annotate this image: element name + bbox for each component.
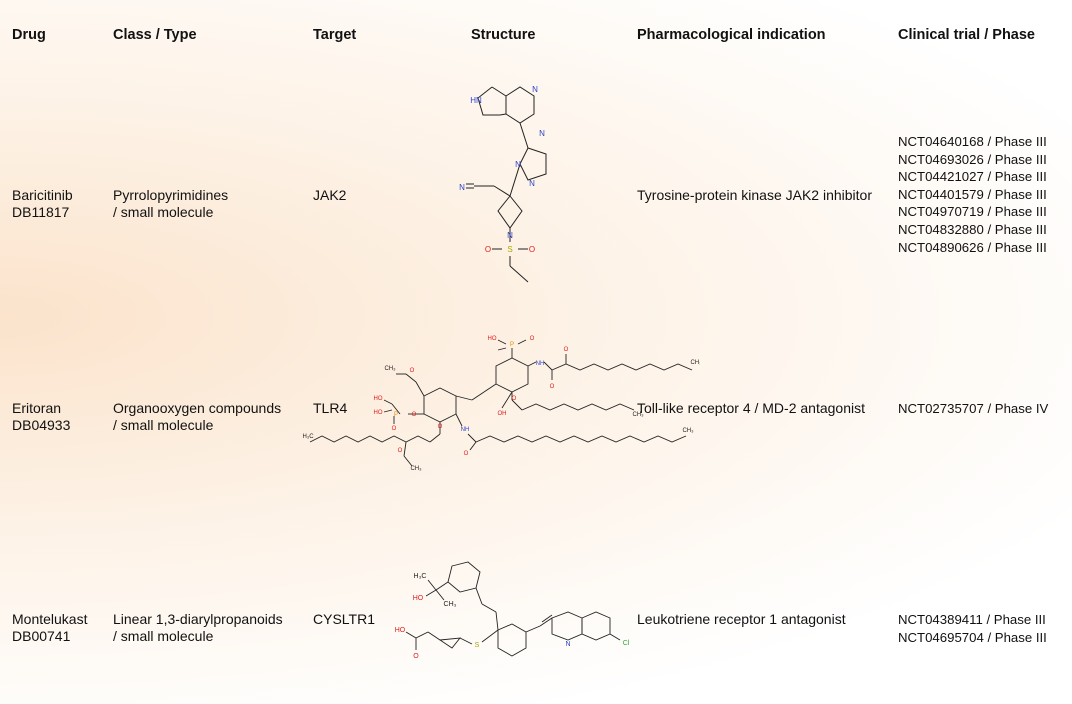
structure-eritoran: O O P HO HO O NH O O O P HO O NH O O OH … — [302, 336, 700, 472]
atom-label: HN — [470, 96, 482, 105]
header-trials: Clinical trial / Phase — [898, 27, 1035, 43]
atom-label: Cl — [623, 640, 630, 647]
atom-label: O — [398, 448, 403, 454]
atom-label: NH — [536, 361, 545, 367]
drug-cell-baricitinib: Baricitinib DB11817 — [12, 187, 73, 221]
trial-entry: NCT04401579 / Phase III — [898, 186, 1047, 202]
atom-label: HO — [413, 595, 424, 602]
atom-label: OH — [498, 411, 507, 417]
trial-entry: NCT04421027 / Phase III — [898, 169, 1047, 185]
trial-entry: NCT02735707 / Phase IV — [898, 401, 1049, 416]
atom-label: O — [438, 424, 443, 430]
atom-label: O — [392, 426, 397, 432]
atom-label: N — [529, 179, 535, 188]
header-structure: Structure — [471, 27, 536, 43]
atom-label: N — [532, 85, 538, 94]
atom-label: O — [410, 368, 415, 374]
drug-name: Eritoran — [12, 400, 62, 416]
atom-label: CH₃ — [444, 601, 457, 608]
class-line: Pyrrolopyrimidines — [113, 187, 229, 203]
trials-cell-montelukast: NCT04389411 / Phase III NCT04695704 / Ph… — [898, 611, 1047, 646]
atom-label: HO — [395, 627, 406, 634]
class-line: / small molecule — [113, 204, 214, 220]
class-cell-baricitinib: Pyrrolopyrimidines / small molecule — [113, 187, 228, 221]
indication-cell-baricitinib: Tyrosine-protein kinase JAK2 inhibitor — [637, 187, 873, 203]
trial-entry: NCT04389411 / Phase III — [898, 612, 1046, 627]
trials-cell-baricitinib: NCT04640168 / Phase III NCT04693026 / Ph… — [898, 133, 1047, 256]
header-drug: Drug — [12, 27, 46, 43]
atom-label: P — [510, 342, 514, 348]
atom-label: O — [564, 347, 569, 353]
drug-id: DB04933 — [12, 417, 71, 433]
atom-label: O — [529, 245, 535, 254]
atom-label: N — [507, 231, 513, 240]
drug-id: DB00741 — [12, 628, 71, 644]
atom-label: HO — [488, 336, 497, 342]
atom-label: N — [515, 160, 521, 169]
target-cell-montelukast: CYSLTR1 — [313, 611, 375, 627]
atom-label: P — [394, 412, 398, 418]
header-class-type: Class / Type — [113, 27, 197, 43]
atom-label: CH₃ — [632, 412, 644, 418]
atom-label: O — [413, 653, 419, 660]
class-line: / small molecule — [113, 417, 214, 433]
class-line: / small molecule — [113, 628, 214, 644]
class-line: Linear 1,3-diarylpropanoids — [113, 611, 283, 627]
atom-label: O — [550, 384, 555, 390]
class-line: Organooxygen compounds — [113, 400, 282, 416]
atom-label: CH₃ — [690, 360, 700, 366]
class-cell-montelukast: Linear 1,3-diarylpropanoids / small mole… — [113, 611, 283, 645]
indication-cell-montelukast: Leukotriene receptor 1 antagonist — [637, 611, 846, 627]
target-cell-baricitinib: JAK2 — [313, 187, 347, 203]
atom-label: S — [507, 245, 512, 254]
trial-entry: NCT04890626 / Phase III — [898, 239, 1047, 255]
atom-label: HO — [374, 410, 383, 416]
structure-montelukast: H₃C HO CH₃ S HO O N Cl — [395, 561, 630, 660]
atom-label: N — [459, 183, 465, 192]
atom-label: CH₃ — [384, 366, 396, 372]
drug-name: Montelukast — [12, 611, 88, 627]
atom-label: O — [485, 245, 491, 254]
atom-label: O — [512, 396, 517, 402]
class-cell-eritoran: Organooxygen compounds / small molecule — [113, 400, 281, 434]
header-target: Target — [313, 27, 357, 43]
atom-label: NH — [461, 427, 470, 433]
target-cell-eritoran: TLR4 — [313, 400, 348, 416]
trial-entry: NCT04640168 / Phase III — [898, 134, 1047, 149]
atom-label: N — [565, 641, 570, 648]
trials-cell-eritoran: NCT02735707 / Phase IV — [898, 400, 1048, 418]
atom-label: H₃C — [302, 434, 314, 440]
atom-label: H₃C — [414, 573, 427, 580]
atom-label: S — [475, 642, 480, 649]
header-indication: Pharmacological indication — [637, 27, 826, 43]
atom-label: N — [539, 129, 545, 138]
atom-label: HO — [374, 396, 383, 402]
trial-entry: NCT04693026 / Phase III — [898, 151, 1047, 167]
drug-cell-eritoran: Eritoran DB04933 — [12, 400, 70, 434]
trial-entry: NCT04832880 / Phase III — [898, 221, 1047, 237]
drug-id: DB11817 — [12, 204, 70, 220]
drug-name: Baricitinib — [12, 187, 73, 203]
atom-label: O — [412, 412, 417, 418]
atom-label: CH₃ — [682, 428, 694, 434]
atom-label: O — [530, 336, 535, 342]
structure-baricitinib: HN N N N N N N S O O — [459, 85, 547, 283]
atom-label: CH₃ — [410, 466, 422, 472]
drug-cell-montelukast: Montelukast DB00741 — [12, 611, 87, 645]
atom-label: O — [464, 451, 469, 457]
trial-entry: NCT04695704 / Phase III — [898, 629, 1047, 645]
indication-cell-eritoran: Toll-like receptor 4 / MD-2 antagonist — [637, 400, 865, 416]
trial-entry: NCT04970719 / Phase III — [898, 204, 1047, 220]
